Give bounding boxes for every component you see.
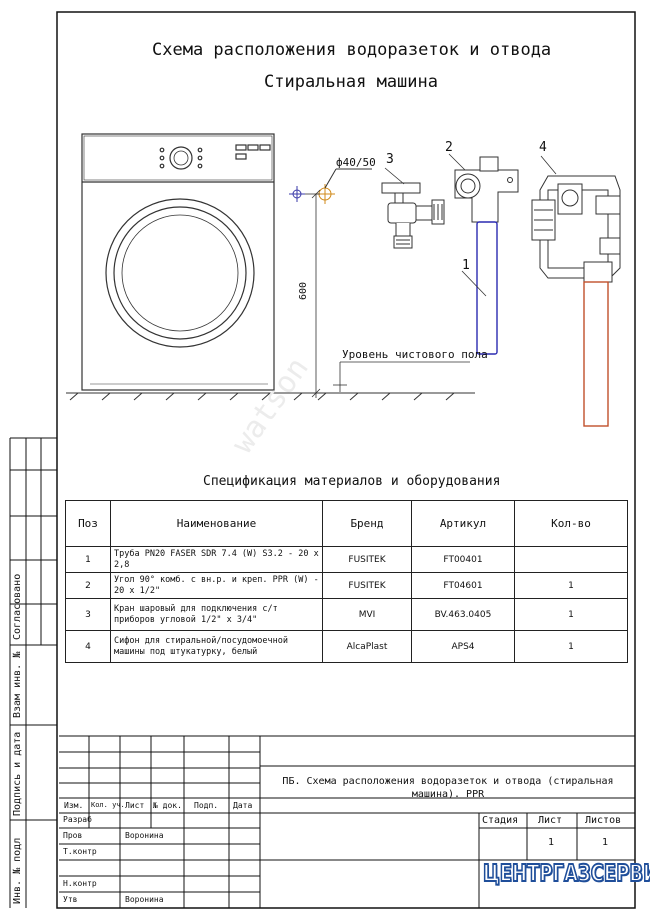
siphon-item-4 — [531, 175, 621, 283]
tb-col-list: Лист — [125, 801, 145, 810]
washing-machine — [81, 133, 275, 391]
tb-prov-name: Воронина — [125, 831, 164, 840]
company-logo: ЦЕНТРГАЗСЕРВИС — [482, 859, 650, 892]
table-row: 1 Труба PN20 FASER SDR 7.4 (W) S3.2 - 20… — [65, 546, 628, 573]
side-stamp-grid — [9, 437, 57, 908]
tb-col-podp: Подп. — [194, 801, 219, 810]
spec-pos: 2 — [65, 572, 111, 599]
floor-level-marker — [333, 361, 470, 392]
spec-pos: 1 — [65, 546, 111, 573]
floor-level-label: Уровень чистового пола — [342, 348, 488, 361]
spec-brand: MVI — [322, 598, 412, 631]
spec-table: Поз Наименование Бренд Артикул Кол-во 1 … — [65, 500, 628, 663]
spec-article: APS4 — [411, 630, 515, 663]
title-block-grid — [59, 735, 635, 908]
spec-brand: AlcaPlast — [322, 630, 412, 663]
table-row: 3 Кран шаровый для подключения с/т прибо… — [65, 598, 628, 631]
tb-role-tkontr: Т.контр — [63, 847, 97, 856]
height-dimension-label: 600 — [298, 281, 309, 300]
drain-pipe — [583, 281, 609, 427]
title-line-2: Стиральная машина — [264, 72, 438, 92]
tb-role-utv: Утв — [63, 895, 78, 904]
callout-3: 3 — [386, 152, 394, 167]
sheet-frame — [56, 11, 636, 909]
spec-header-row: Поз Наименование Бренд Артикул Кол-во — [65, 500, 628, 547]
tb-col-izm: Изм. — [64, 801, 84, 810]
spec-pos: 4 — [65, 630, 111, 663]
callout-leader-4 — [540, 155, 557, 175]
spec-header-article: Артикул — [411, 500, 515, 547]
spec-article: FT04601 — [411, 572, 515, 599]
tb-sheet-value: 1 — [548, 837, 555, 848]
spec-qty — [514, 546, 628, 573]
spec-brand: FUSITEK — [322, 546, 412, 573]
table-row: 2 Угол 90° комб. с вн.р. и креп. PPR (W)… — [65, 572, 628, 599]
callout-4: 4 — [539, 140, 547, 155]
elbow-item-2 — [454, 156, 519, 223]
connection-points — [289, 168, 372, 204]
tb-role-razrab: Разраб — [63, 815, 92, 824]
tb-sheets-value: 1 — [602, 837, 609, 848]
spec-name: Труба PN20 FASER SDR 7.4 (W) S3.2 - 20 x… — [110, 546, 323, 573]
spec-name: Кран шаровый для подключения с/т приборо… — [110, 598, 323, 631]
spec-header-brand: Бренд — [322, 500, 412, 547]
title-line-1: Схема расположения водоразеток и отвода — [152, 40, 552, 60]
spec-name: Сифон для стиральной/посудомоечной машин… — [110, 630, 323, 663]
tb-doc-name: ПБ. Схема расположения водоразеток и отв… — [282, 776, 614, 800]
spec-brand: FUSITEK — [322, 572, 412, 599]
spec-title: Спецификация материалов и оборудования — [203, 474, 501, 489]
tb-col-doc: № док. — [153, 801, 182, 810]
callout-leader-3 — [384, 167, 405, 185]
spec-article: FT00401 — [411, 546, 515, 573]
tb-role-prov: Пров — [63, 831, 83, 840]
company-name: ЦЕНТРГАЗСЕРВИС — [482, 859, 650, 888]
side-inv: Инв. № подл — [12, 837, 23, 904]
callout-1: 1 — [462, 258, 470, 273]
tb-utv-name: Воронина — [125, 895, 164, 904]
side-podpis: Подпись и дата — [12, 731, 23, 816]
ball-valve-item-3 — [381, 182, 445, 249]
tb-sheets-header: Листов — [585, 815, 622, 826]
spec-pos: 3 — [65, 598, 111, 631]
spec-qty: 1 — [514, 572, 628, 599]
spec-qty: 1 — [514, 630, 628, 663]
pipe-diameter-label: ф40/50 — [336, 156, 376, 169]
side-vzam: Взам инв. № — [12, 651, 23, 718]
tb-role-nkontr: Н.контр — [63, 879, 97, 888]
tb-col-data: Дата — [233, 801, 253, 810]
spec-header-qty: Кол-во — [514, 500, 628, 547]
callout-2: 2 — [445, 140, 453, 155]
spec-name: Угол 90° комб. с вн.р. и креп. PPR (W) -… — [110, 572, 323, 599]
height-dimension — [305, 189, 321, 398]
tb-sheet-header: Лист — [538, 815, 563, 826]
spec-qty: 1 — [514, 598, 628, 631]
spec-header-name: Наименование — [110, 500, 323, 547]
floor-line — [66, 392, 475, 401]
table-row: 4 Сифон для стиральной/посудомоечной маш… — [65, 630, 628, 663]
tb-col-kol: Кол. уч. — [91, 801, 125, 809]
spec-article: BV.463.0405 — [411, 598, 515, 631]
pipe-item-1 — [461, 221, 498, 355]
callout-leader-2 — [448, 153, 466, 171]
spec-header-pos: Поз — [65, 500, 111, 547]
side-agreed: Согласовано — [12, 573, 23, 640]
tb-stage-header: Стадия — [482, 815, 519, 826]
